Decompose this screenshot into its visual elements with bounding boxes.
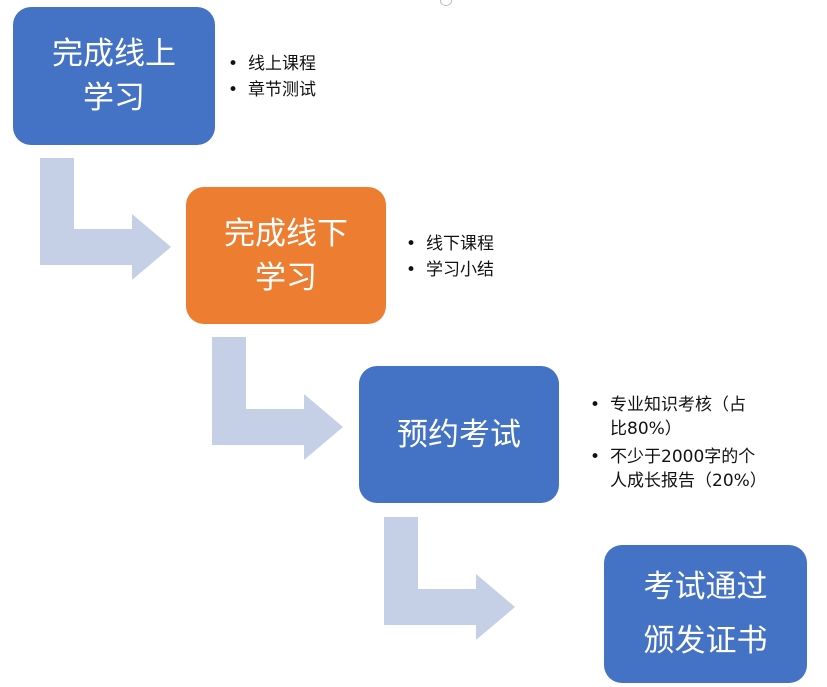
step-book-exam: 预约考试 bbox=[359, 366, 559, 503]
bent-arrow-3 bbox=[384, 517, 515, 640]
step-pass-certificate: 考试通过 颁发证书 bbox=[604, 545, 807, 683]
step-title-line: 学习 bbox=[83, 80, 145, 116]
online-learning-bullets: •线上课程 •章节测试 bbox=[226, 52, 316, 104]
offline-learning-bullets: •线下课程 •学习小结 bbox=[404, 232, 494, 284]
step-online-learning: 完成线上 学习 bbox=[13, 7, 215, 145]
list-item: •线下课程 bbox=[406, 234, 494, 254]
list-item: •章节测试 bbox=[228, 80, 316, 100]
list-item: • 专业知识考核（占 比80%） bbox=[590, 395, 746, 439]
step-title-line: 完成线上 bbox=[52, 36, 176, 72]
step-title-line: 完成线下 bbox=[224, 215, 348, 252]
step-offline-learning: 完成线下 学习 bbox=[186, 187, 386, 324]
bent-arrow-1 bbox=[40, 158, 171, 280]
list-item: •线上课程 bbox=[228, 54, 316, 74]
list-item: • 不少于2000字的个 人成长报告（20%） bbox=[590, 447, 767, 491]
list-item: •学习小结 bbox=[406, 260, 494, 280]
step-title-line: 学习 bbox=[255, 259, 317, 296]
step-title-line: 颁发证书 bbox=[643, 623, 768, 659]
exam-bullets: • 专业知识考核（占 比80%） • 不少于2000字的个 人成长报告（20%） bbox=[588, 393, 778, 497]
step-title-line: 预约考试 bbox=[397, 416, 521, 453]
step-title-line: 考试通过 bbox=[643, 569, 768, 605]
bent-arrow-2 bbox=[212, 337, 343, 460]
